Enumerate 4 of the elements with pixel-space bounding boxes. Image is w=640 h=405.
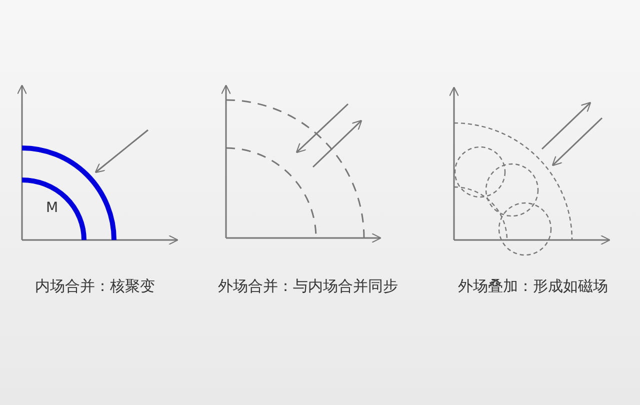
panel-caption: 外场合并：与内场合并同步 (218, 277, 398, 296)
mass-label: M (46, 200, 58, 216)
panel-caption: 外场叠加：形成如磁场 (458, 277, 608, 296)
panel-caption: 内场合并：核聚变 (35, 277, 155, 296)
